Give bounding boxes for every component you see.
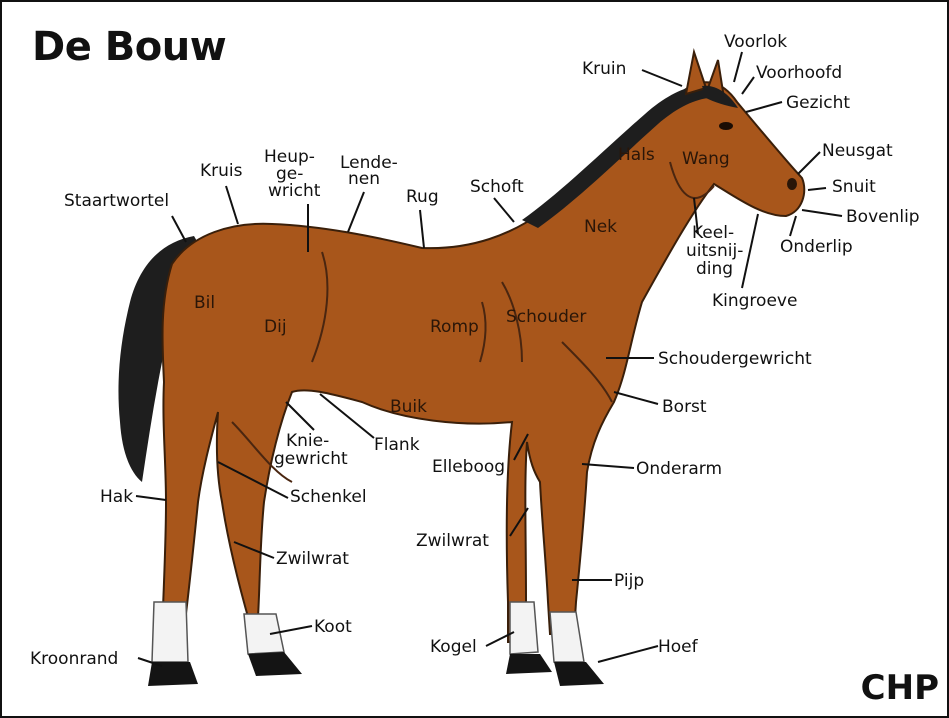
- label-gezicht: Gezicht: [786, 93, 850, 113]
- label-rug: Rug: [406, 187, 439, 207]
- label-schoudergewricht: Schoudergewricht: [658, 349, 812, 369]
- label-knie-line-2: gewricht: [274, 449, 348, 469]
- label-bil: Bil: [194, 293, 215, 313]
- label-hals: Hals: [618, 145, 655, 165]
- label-keel-line-3: ding: [696, 259, 733, 279]
- horse-sock-hind-far: [244, 614, 284, 654]
- label-borst: Borst: [662, 397, 707, 417]
- label-onderarm: Onderarm: [636, 459, 722, 479]
- horse-illustration: [118, 52, 804, 686]
- label-staartwortel: Staartwortel: [64, 191, 169, 211]
- horse-sock-hind-near: [152, 602, 188, 662]
- label-neusgat: Neusgat: [822, 141, 893, 161]
- label-onderlip: Onderlip: [780, 237, 853, 257]
- label-kniegewricht: Knie- gewricht: [274, 431, 348, 469]
- label-flank: Flank: [374, 435, 420, 455]
- label-voorlok: Voorlok: [724, 32, 787, 52]
- label-kogel: Kogel: [430, 637, 477, 657]
- label-schenkel: Schenkel: [290, 487, 367, 507]
- label-heup-line-3: wricht: [268, 181, 321, 201]
- label-dij: Dij: [264, 317, 287, 337]
- label-schouder: Schouder: [506, 307, 586, 327]
- label-keel-line-1: Keel-: [692, 223, 734, 243]
- label-elleboog: Elleboog: [432, 457, 505, 477]
- label-knie-line-1: Knie-: [286, 431, 329, 451]
- label-kruin: Kruin: [582, 59, 626, 79]
- label-wang: Wang: [682, 149, 730, 169]
- horse-hoof-hind-far: [248, 652, 302, 676]
- horse-hoof-front-near: [554, 662, 604, 686]
- horse-sock-front-far: [510, 602, 538, 654]
- label-zwilwrat-hind: Zwilwrat: [276, 549, 349, 569]
- horse-eye: [719, 122, 733, 130]
- label-lenden-line-2: nen: [348, 169, 380, 189]
- label-bovenlip: Bovenlip: [846, 207, 920, 227]
- label-hoef: Hoef: [658, 637, 699, 657]
- label-romp: Romp: [430, 317, 479, 337]
- label-keel-line-2: uitsnij-: [686, 241, 743, 261]
- label-schoft: Schoft: [470, 177, 524, 197]
- label-heupgewricht: Heup- ge- wricht: [264, 147, 321, 201]
- label-koot: Koot: [314, 617, 352, 637]
- horse-nostril: [787, 178, 797, 190]
- label-snuit: Snuit: [832, 177, 876, 197]
- label-kruis: Kruis: [200, 161, 243, 181]
- horse-sock-front-near: [550, 612, 584, 662]
- label-pijp: Pijp: [614, 571, 644, 591]
- label-lendenen: Lende- nen: [340, 153, 403, 189]
- label-buik: Buik: [390, 397, 427, 417]
- label-hak: Hak: [100, 487, 133, 507]
- label-nek: Nek: [584, 217, 617, 237]
- horse-hoof-hind-near: [148, 662, 198, 686]
- label-kingroeve: Kingroeve: [712, 291, 797, 311]
- credit-logo: CHP: [861, 668, 939, 708]
- label-zwilwrat-front: Zwilwrat: [416, 531, 489, 551]
- label-keeluitsnijding: Keel- uitsnij- ding: [686, 223, 749, 279]
- horse-hoof-front-far: [506, 654, 552, 674]
- label-kroonrand: Kroonrand: [30, 649, 118, 669]
- label-voorhoofd: Voorhoofd: [756, 63, 842, 83]
